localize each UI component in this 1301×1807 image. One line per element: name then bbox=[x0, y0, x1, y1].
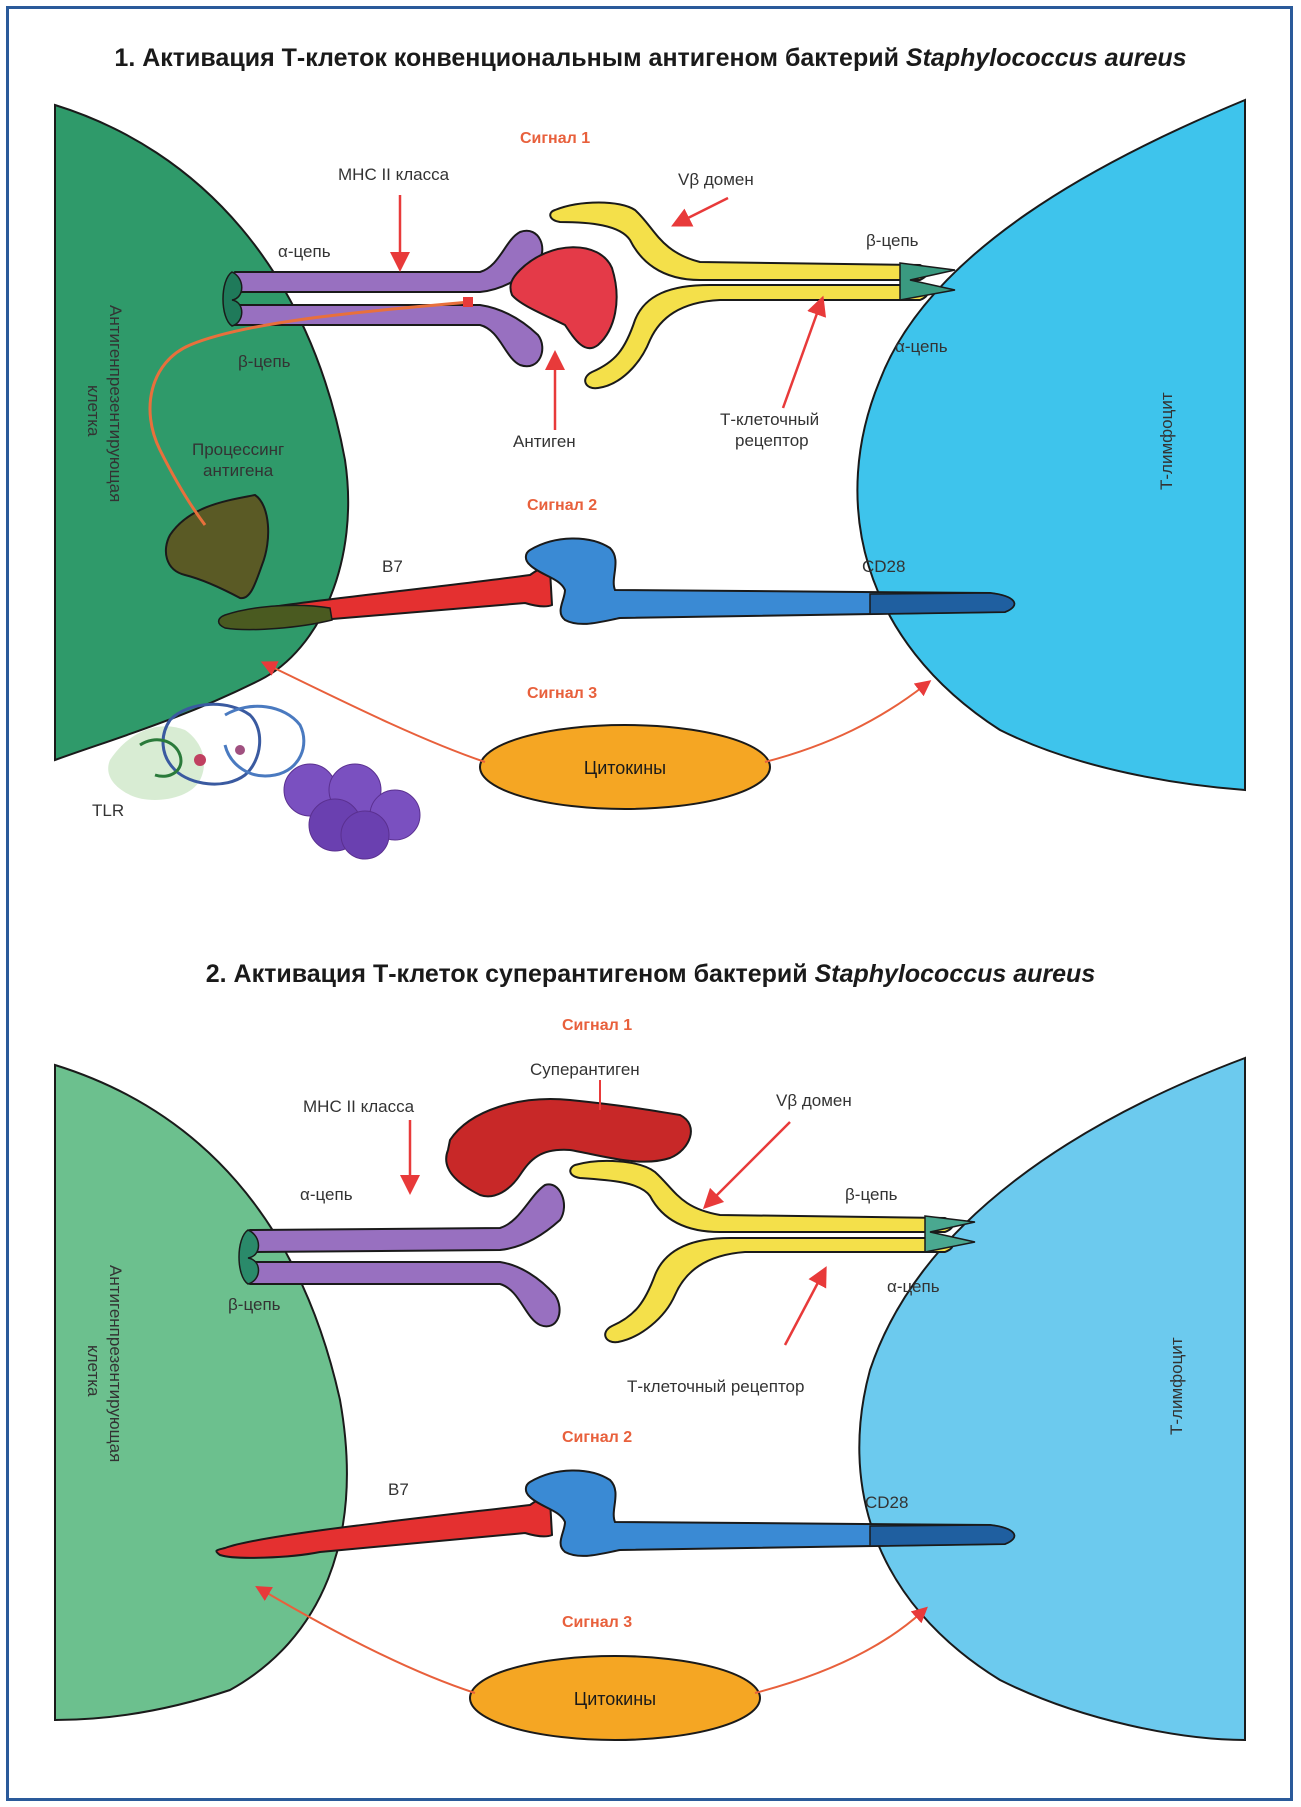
antigen-label-1: Антиген bbox=[513, 432, 576, 451]
vb-domain-label-1: Vβ домен bbox=[678, 170, 754, 189]
staphylococcus-bacteria bbox=[284, 764, 420, 859]
cd28-label-1: CD28 bbox=[862, 557, 905, 576]
t-cell-2 bbox=[859, 1058, 1245, 1740]
tlr-label: TLR bbox=[92, 801, 124, 820]
tcr-arrow-1 bbox=[783, 305, 820, 408]
apc-label-line1-2: Антигенпрезентирующая bbox=[106, 1265, 125, 1462]
signal2-label-1: Сигнал 2 bbox=[527, 497, 597, 514]
cd28-label-2: CD28 bbox=[865, 1493, 908, 1512]
cytokine-arrow-right-1 bbox=[765, 685, 925, 762]
alpha-chain-right-label-1: α-цепь bbox=[895, 337, 948, 356]
b7-label-1: B7 bbox=[382, 557, 403, 576]
signal1-label-1: Сигнал 1 bbox=[520, 130, 590, 147]
cytokines-label-1: Цитокины bbox=[584, 758, 666, 778]
cd28-anchor-1 bbox=[870, 593, 1014, 614]
tcr-label-line1-1: Т-клеточный bbox=[720, 410, 819, 429]
cytokine-arrow-right-2 bbox=[755, 1612, 922, 1693]
processing-label-line2-1: антигена bbox=[203, 461, 274, 480]
vb-arrow-2 bbox=[710, 1122, 790, 1202]
tcr-label-line2-1: рецептор bbox=[735, 431, 809, 450]
panel1: Сигнал 1 MHC II класса Vβ домен α-цепь β… bbox=[55, 100, 1245, 859]
cd28-anchor-2 bbox=[870, 1525, 1014, 1546]
apc-label-line2-2: клетка bbox=[84, 1345, 103, 1397]
beta-chain-right-label-1: β-цепь bbox=[866, 231, 919, 250]
tcr-label-2: Т-клеточный рецептор bbox=[627, 1377, 804, 1396]
processing-label-line1-1: Процессинг bbox=[192, 440, 284, 459]
signal1-label-2: Сигнал 1 bbox=[562, 1017, 632, 1034]
signal2-label-2: Сигнал 2 bbox=[562, 1429, 632, 1446]
t-lymphocyte-label-2: Т-лимфоцит bbox=[1167, 1337, 1186, 1435]
beta-chain-right-label-2: β-цепь bbox=[845, 1185, 898, 1204]
cytokine-arrow-left-1 bbox=[268, 665, 485, 762]
tcr-alpha-1 bbox=[585, 285, 927, 388]
superantigen-label-2: Суперантиген bbox=[530, 1060, 640, 1079]
apc-label-line2-1: клетка bbox=[84, 385, 103, 437]
vb-arrow-1 bbox=[680, 198, 728, 222]
mhc-label-1: MHC II класса bbox=[338, 165, 450, 184]
cytokines-label-2: Цитокины bbox=[574, 1689, 656, 1709]
mhc-alpha-1 bbox=[230, 231, 543, 292]
vb-domain-label-2: Vβ домен bbox=[776, 1091, 852, 1110]
mhc-label-2: MHC II класса bbox=[303, 1097, 415, 1116]
signal3-label-2: Сигнал 3 bbox=[562, 1614, 632, 1631]
alpha-chain-left-label-1: α-цепь bbox=[278, 242, 331, 261]
t-lymphocyte-label-1: Т-лимфоцит bbox=[1157, 392, 1176, 490]
b7-label-2: B7 bbox=[388, 1480, 409, 1499]
mhc-alpha-2 bbox=[244, 1184, 564, 1252]
alpha-chain-right-label-2: α-цепь bbox=[887, 1277, 940, 1296]
signal3-label-1: Сигнал 3 bbox=[527, 685, 597, 702]
beta-chain-left-label-1: β-цепь bbox=[238, 352, 291, 371]
apc-label-line1-1: Антигенпрезентирующая bbox=[106, 305, 125, 502]
tcr-arrow-2 bbox=[785, 1275, 822, 1345]
processing-marker-1 bbox=[463, 297, 473, 307]
panel2: Сигнал 1 Суперантиген MHC II класса Vβ д… bbox=[55, 1017, 1245, 1740]
t-cell-1 bbox=[857, 100, 1245, 790]
beta-chain-left-label-2: β-цепь bbox=[228, 1295, 281, 1314]
alpha-chain-left-label-2: α-цепь bbox=[300, 1185, 353, 1204]
